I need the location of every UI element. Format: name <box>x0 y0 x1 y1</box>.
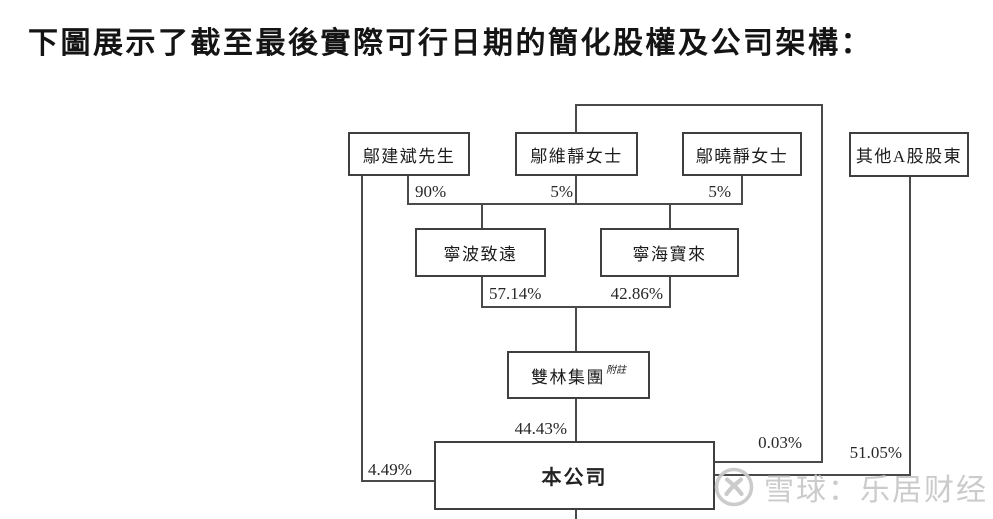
connector-003-horizontal <box>713 461 823 463</box>
connector-right-003-vertical <box>821 104 823 463</box>
node-wu-weijing: 鄔維靜女士 <box>515 132 638 176</box>
watermark: 雪球：乐居财经 <box>712 465 988 509</box>
node-other-a-shareholders: 其他A股股東 <box>849 132 969 177</box>
connector-5714 <box>481 275 483 308</box>
node-wu-jianbin-label: 鄔建斌先生 <box>362 146 456 166</box>
connector-5105-vertical <box>909 176 911 476</box>
connector-5pct-weijing <box>575 174 577 205</box>
connector-bus2-to-shuanglin <box>575 307 577 352</box>
pct-baolai-4286: 42.86% <box>610 284 663 303</box>
connector-5105-horizontal <box>713 474 911 476</box>
connector-4286 <box>669 275 671 308</box>
connector-449-horizontal <box>361 480 436 482</box>
node-ninghai-baolai: 寧海寶來 <box>600 228 739 277</box>
node-ninghai-baolai-label: 寧海寶來 <box>632 245 707 264</box>
pct-wu-xiaojing-5: 5% <box>708 182 731 201</box>
node-other-a-label: 其他A股股東 <box>855 147 963 166</box>
node-wu-xiaojing-label: 鄔曉靜女士 <box>695 146 789 166</box>
xueqiu-logo-icon <box>714 467 754 507</box>
pct-other-a-5105: 51.05% <box>849 443 902 462</box>
connector-449-vertical <box>361 174 363 482</box>
pct-wu-jianbin-90: 90% <box>415 182 447 201</box>
connector-top-weijing <box>575 104 577 134</box>
pct-shuanglin-4443: 44.43% <box>514 419 567 438</box>
pct-wu-jianbin-449: 4.49% <box>368 460 412 479</box>
node-shuanglin-group: 雙林集團附註 <box>507 351 650 399</box>
node-ningbo-zhiyuan-label: 寧波致遠 <box>443 245 518 264</box>
connector-top-bus <box>575 104 823 106</box>
watermark-text: 雪球：乐居财经 <box>764 474 988 507</box>
connector-company-down <box>575 508 577 519</box>
node-wu-jianbin: 鄔建斌先生 <box>348 132 470 176</box>
shuanglin-note-superscript: 附註 <box>606 364 626 376</box>
node-wu-weijing-label: 鄔維靜女士 <box>530 146 623 166</box>
connector-bus1 <box>407 203 743 205</box>
node-the-company: 本公司 <box>434 441 715 510</box>
connector-5pct-xiaojing <box>741 174 743 205</box>
connector-shuanglin-to-company <box>575 398 577 443</box>
connector-bus1-to-zhiyuan <box>481 204 483 231</box>
pct-individuals-003: 0.03% <box>758 433 802 452</box>
node-ningbo-zhiyuan: 寧波致遠 <box>415 228 546 277</box>
node-wu-xiaojing: 鄔曉靜女士 <box>682 132 802 176</box>
pct-wu-weijing-5: 5% <box>550 182 573 201</box>
node-company-label: 本公司 <box>541 467 608 489</box>
connector-90pct <box>407 174 409 205</box>
node-shuanglin-label: 雙林集團 <box>531 367 605 387</box>
page-title: 下圖展示了截至最後實際可行日期的簡化股權及公司架構： <box>28 27 873 60</box>
pct-zhiyuan-5714: 57.14% <box>489 284 542 303</box>
connector-bus1-to-baolai <box>669 204 671 231</box>
